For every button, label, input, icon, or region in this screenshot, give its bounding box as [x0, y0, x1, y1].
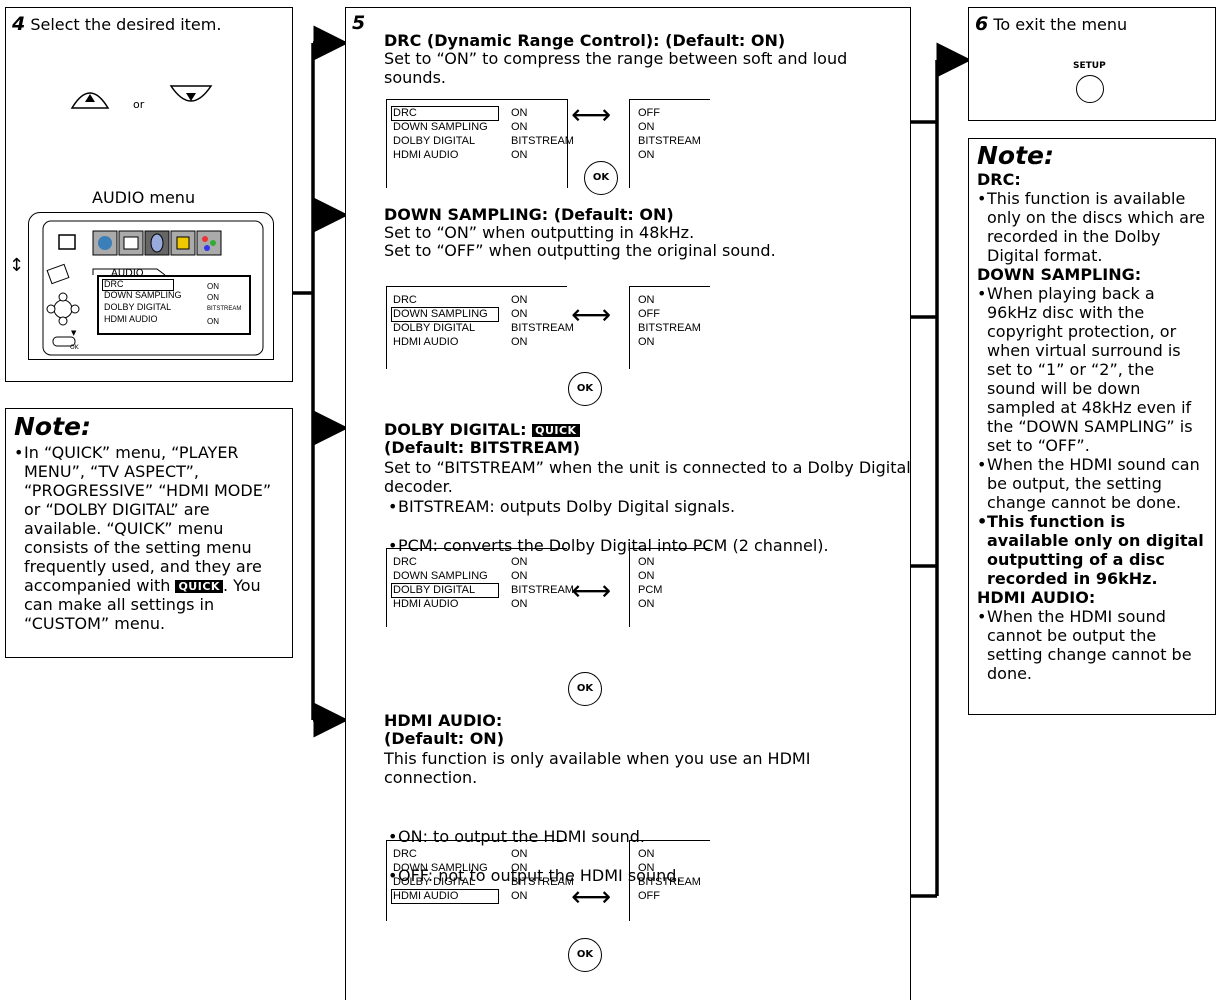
note-text: In “QUICK” menu, “PLAYER MENU”, “TV ASPE…: [14, 443, 284, 633]
ds-note3: This function is available only on digit…: [977, 512, 1207, 588]
hdmi-double-arrow: ⟷: [571, 880, 612, 913]
hdmi-bullet2: OFF: not to output the HDMI sound.: [388, 866, 952, 885]
step-number: 4: [12, 13, 26, 35]
hdmi-menu-right: ON ON BITSTREAM OFF: [629, 840, 710, 921]
drc-menu-right: OFF ON BITSTREAM ON: [629, 99, 710, 188]
dd-default: (Default: BITSTREAM): [384, 438, 581, 457]
step4-heading: 4 Select the desired item.: [12, 13, 221, 35]
step6-text: To exit the menu: [993, 15, 1128, 34]
dd-menu-right: ON ON PCM ON: [629, 548, 710, 627]
quick-badge: QUICK: [532, 424, 580, 437]
hdmi-ok-button[interactable]: OK: [568, 938, 602, 972]
up-button[interactable]: [70, 82, 110, 112]
setup-button[interactable]: [1076, 75, 1104, 103]
dd-title: DOLBY DIGITAL: QUICK: [384, 420, 580, 439]
dd-desc: Set to “BITSTREAM” when the unit is conn…: [384, 458, 911, 496]
up-down-arrow: ↕: [9, 255, 25, 276]
down-button[interactable]: [169, 82, 213, 112]
ds-note2: When the HDMI sound can be output, the s…: [977, 455, 1207, 512]
ds-desc1: Set to “ON” when outputting in 48kHz.: [384, 223, 695, 242]
note-right: Note: DRC: This function is available on…: [968, 138, 1216, 715]
ds-title: DOWN SAMPLING: (Default: ON): [384, 205, 674, 224]
dd-double-arrow: ⟷: [571, 574, 612, 607]
ds-desc2: Set to “OFF” when outputting the origina…: [384, 241, 776, 260]
step4-box: 4 Select the desired item. or AUDIO menu…: [5, 7, 293, 382]
hdmi-default: (Default: ON): [384, 729, 504, 748]
note-heading: Note:: [977, 141, 1055, 170]
hdmi-bullet1: ON: to output the HDMI sound.: [388, 827, 952, 846]
ds-ok-button[interactable]: OK: [568, 372, 602, 406]
ds-double-arrow: ⟷: [571, 298, 612, 331]
menu-label: AUDIO menu: [92, 188, 196, 207]
hdmi-desc: This function is only available when you…: [384, 749, 811, 787]
ds-note1: When playing back a 96kHz disc with the …: [977, 284, 1207, 455]
drc-desc: Set to “ON” to compress the range betwee…: [384, 49, 848, 87]
drc-double-arrow: ⟷: [571, 98, 612, 131]
step-number: 6: [975, 13, 989, 35]
hdmi-heading: HDMI AUDIO:: [977, 588, 1096, 607]
step5-box: 5 DRC (Dynamic Range Control): (Default:…: [345, 7, 911, 1000]
ok-small-label: OK: [70, 344, 79, 351]
step4-text: Select the desired item.: [30, 15, 222, 34]
drc-title: DRC (Dynamic Range Control): (Default: O…: [384, 31, 786, 50]
hdmi-note: When the HDMI sound cannot be output the…: [977, 607, 1207, 683]
drc-heading: DRC:: [977, 170, 1021, 189]
audio-header: AUDIO: [111, 268, 144, 279]
note-left: Note: In “QUICK” menu, “PLAYER MENU”, “T…: [5, 408, 293, 658]
note-heading: Note:: [14, 412, 92, 441]
drc-note: This function is available only on the d…: [977, 189, 1207, 265]
step-number: 5: [352, 12, 366, 34]
menu-icons: [42, 220, 264, 356]
dd-ok-button[interactable]: OK: [568, 672, 602, 706]
dd-bullet2: PCM: converts the Dolby Digital into PCM…: [388, 536, 952, 555]
setup-label: SETUP: [1073, 61, 1106, 71]
down-small-icon: ▼: [71, 329, 77, 337]
ds-menu-right: ON OFF BITSTREAM ON: [629, 286, 710, 369]
drc-ok-button[interactable]: OK: [584, 161, 618, 195]
step6-box: 6 To exit the menu SETUP: [968, 7, 1216, 121]
hdmi-title: HDMI AUDIO:: [384, 711, 503, 730]
step6-heading: 6 To exit the menu: [975, 13, 1127, 35]
quick-badge: QUICK: [175, 580, 223, 593]
ds-heading: DOWN SAMPLING:: [977, 265, 1142, 284]
or-text: or: [133, 98, 145, 111]
dd-bullet1: BITSTREAM: outputs Dolby Digital signals…: [388, 497, 952, 516]
